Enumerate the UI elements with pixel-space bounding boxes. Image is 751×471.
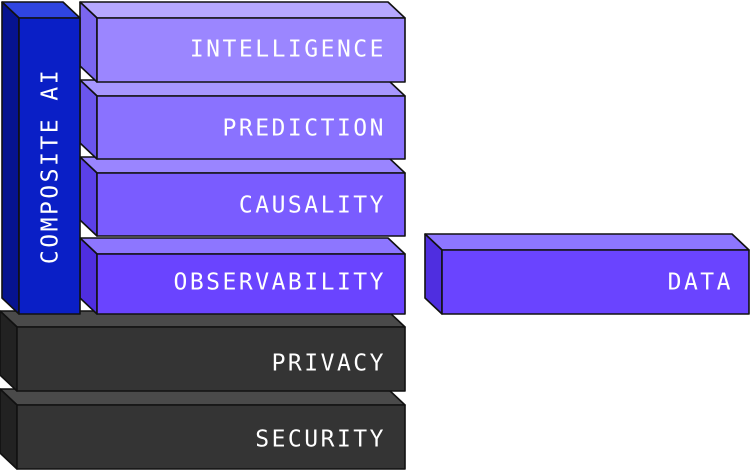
composite-ai-front-face [18,17,81,315]
layer-observability: OBSERVABILITY [79,237,406,315]
layer-security: SECURITY [0,388,406,470]
observability-top-face [79,237,406,255]
composite-ai-label: COMPOSITE AI [38,68,64,264]
observability-front-face [96,253,406,315]
intelligence-label: INTELLIGENCE [190,37,386,63]
layer-intelligence: INTELLIGENCE [79,1,406,83]
security-label: SECURITY [255,427,386,453]
layer-prediction: PREDICTION [79,79,406,160]
prediction-front-face [96,95,406,160]
causality-front-face [96,172,406,237]
composite-ai-side-face [1,1,20,315]
data-front-face [441,249,750,315]
intelligence-front-face [96,17,406,83]
security-front-face [16,404,406,470]
privacy-front-face [16,326,406,392]
privacy-label: PRIVACY [272,351,386,377]
data-block: DATA [424,233,750,315]
layer-privacy: PRIVACY [0,310,406,392]
data-top-face [424,233,750,251]
prediction-label: PREDICTION [223,116,386,142]
layer-causality: CAUSALITY [79,156,406,237]
composite-ai-block: COMPOSITE AI [1,1,81,315]
causality-label: CAUSALITY [239,193,386,219]
intelligence-top-face [79,1,406,19]
observability-label: OBSERVABILITY [173,270,386,296]
data-label: DATA [668,270,733,296]
